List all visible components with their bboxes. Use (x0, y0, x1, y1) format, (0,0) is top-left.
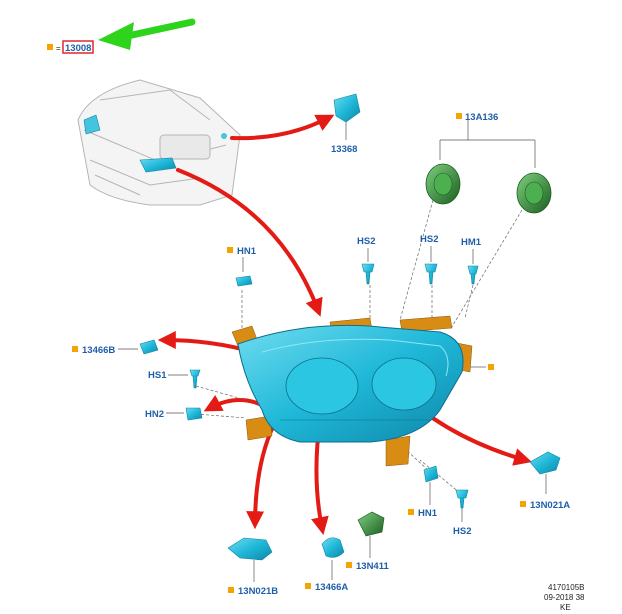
bracket-part-icon (333, 93, 361, 123)
label-13N021B[interactable]: 13N021B (238, 586, 278, 597)
label-13N021A[interactable]: 13N021A (530, 500, 570, 511)
label-hs2-bottom[interactable]: HS2 (453, 526, 471, 537)
fastener-hs1[interactable]: HS1 (148, 369, 201, 389)
marker-square-icon (72, 346, 78, 352)
nut-icon (423, 465, 439, 483)
bulb-icon (321, 537, 345, 558)
nut-icon (185, 407, 203, 421)
headlamp-assembly-icon[interactable] (231, 315, 494, 467)
red-callout-arrow-icon (176, 168, 323, 317)
part-13N411[interactable]: 13N411 (346, 511, 389, 572)
marker-square-icon (228, 587, 234, 593)
legend-part-number[interactable]: 13008 (65, 43, 91, 54)
marker-square-icon (47, 44, 53, 50)
label-13466A[interactable]: 13466A (315, 582, 348, 593)
legend-equals: = (56, 44, 61, 53)
fastener-hs2-a[interactable]: HS2 (357, 236, 375, 285)
vehicle-headlamp-highlight (83, 114, 227, 173)
fastener-hn1-bottom[interactable]: HN1 (408, 465, 439, 519)
marker-square-icon (227, 247, 233, 253)
marker-square-icon (520, 501, 526, 507)
part-13N021A[interactable]: 13N021A (520, 451, 570, 511)
marker-square-icon (305, 583, 311, 589)
marker-square-icon (346, 562, 352, 568)
fastener-hs2-b[interactable]: HS2 (420, 234, 438, 285)
part-number-highlight-box (62, 40, 94, 54)
fastener-hs2-bottom[interactable]: HS2 (453, 489, 471, 537)
screw-icon (467, 265, 479, 285)
label-13A136[interactable]: 13A136 (465, 112, 498, 123)
fastener-hn2[interactable]: HN2 (145, 407, 203, 421)
marker-square-icon (456, 113, 462, 119)
label-13466B[interactable]: 13466B (82, 345, 115, 356)
part-13N021B[interactable]: 13N021B (227, 537, 278, 597)
bulb-socket-icon (516, 172, 552, 214)
part-13466A[interactable]: 13466A (305, 537, 348, 593)
label-hs2-a[interactable]: HS2 (357, 236, 375, 247)
label-hm1[interactable]: HM1 (461, 237, 482, 248)
label-hs2-b[interactable]: HS2 (420, 234, 438, 245)
part-13368[interactable]: 13368 (331, 93, 361, 155)
reference-info: 4170105B 09-2018 38 KE (544, 583, 585, 612)
label-hn2[interactable]: HN2 (145, 409, 164, 420)
label-hn1-top[interactable]: HN1 (237, 246, 257, 257)
label-13N411[interactable]: 13N411 (356, 561, 389, 572)
screw-icon (455, 489, 469, 509)
reference-code: 4170105B (548, 583, 584, 592)
label-hs1[interactable]: HS1 (148, 370, 167, 381)
part-13466B[interactable]: 13466B (72, 339, 159, 356)
fastener-hm1[interactable]: HM1 (461, 237, 482, 285)
bulb-socket-icon (357, 511, 385, 537)
label-13368[interactable]: 13368 (331, 144, 357, 155)
bulb-socket-icon (425, 163, 461, 205)
screw-icon (189, 369, 201, 389)
reference-region: KE (560, 603, 571, 612)
green-pointer-arrow-icon (98, 18, 196, 50)
bulb-socket-icon (227, 537, 273, 561)
fastener-hn1-top[interactable]: HN1 (227, 246, 257, 287)
marker-square-icon (408, 509, 414, 515)
screw-icon (424, 263, 438, 285)
nut-icon (235, 275, 253, 287)
label-hn1-bottom[interactable]: HN1 (418, 508, 438, 519)
reference-date: 09-2018 38 (544, 593, 585, 602)
part-13A136[interactable]: 13A136 (425, 112, 552, 214)
bulb-icon (139, 339, 159, 355)
marker-square-icon (488, 364, 494, 370)
screw-icon (361, 263, 375, 285)
red-callout-arrow-icon (230, 114, 335, 141)
legend: = 13008 (47, 40, 94, 54)
bulb-socket-icon (529, 451, 561, 475)
